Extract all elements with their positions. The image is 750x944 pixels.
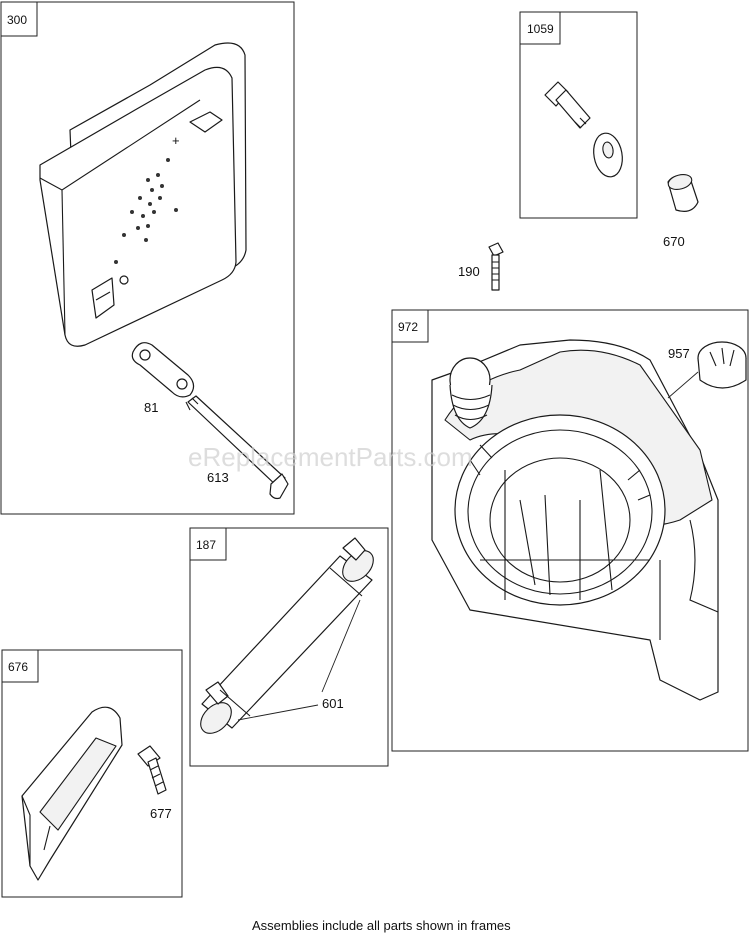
frame-676-label: 676 (8, 660, 28, 674)
callout-613: 613 (207, 470, 229, 485)
bolt-part (544, 81, 591, 129)
callout-670: 670 (663, 234, 685, 249)
exhaust-tube-part: 613 (185, 395, 289, 500)
blower-housing-part (431, 339, 719, 701)
callout-81: 81 (144, 400, 158, 415)
frame-187-label: 187 (196, 538, 216, 552)
frame-300-label: 300 (7, 13, 27, 27)
muffler-part: + (39, 42, 247, 347)
cover-part (21, 706, 123, 881)
washer-part (593, 132, 623, 178)
callout-957: 957 (668, 346, 690, 361)
callout-677: 677 (150, 806, 172, 821)
muffler-vent-dots (114, 158, 178, 264)
frame-1059: 1059 (519, 11, 638, 219)
gasket-part: 81 (131, 342, 195, 415)
screw-190-part: 190 (458, 242, 504, 291)
frame-972: 972 (391, 309, 749, 752)
grommet-957-part: 957 (667, 341, 747, 399)
watermark: eReplacementParts.com (188, 442, 473, 472)
callout-601: 601 (322, 696, 344, 711)
frame-187: 187 (189, 527, 389, 767)
frame-676: 676 (1, 649, 183, 898)
footer-note: Assemblies include all parts shown in fr… (252, 918, 511, 933)
callout-190: 190 (458, 264, 480, 279)
frame-300: 300 (0, 1, 295, 515)
svg-text:+: + (172, 133, 180, 148)
frame-972-label: 972 (398, 320, 418, 334)
screw-677-part: 677 (137, 745, 172, 821)
frame-1059-label: 1059 (527, 22, 554, 36)
spacer-part: 670 (663, 174, 699, 249)
tube-part: 601 (200, 537, 374, 734)
